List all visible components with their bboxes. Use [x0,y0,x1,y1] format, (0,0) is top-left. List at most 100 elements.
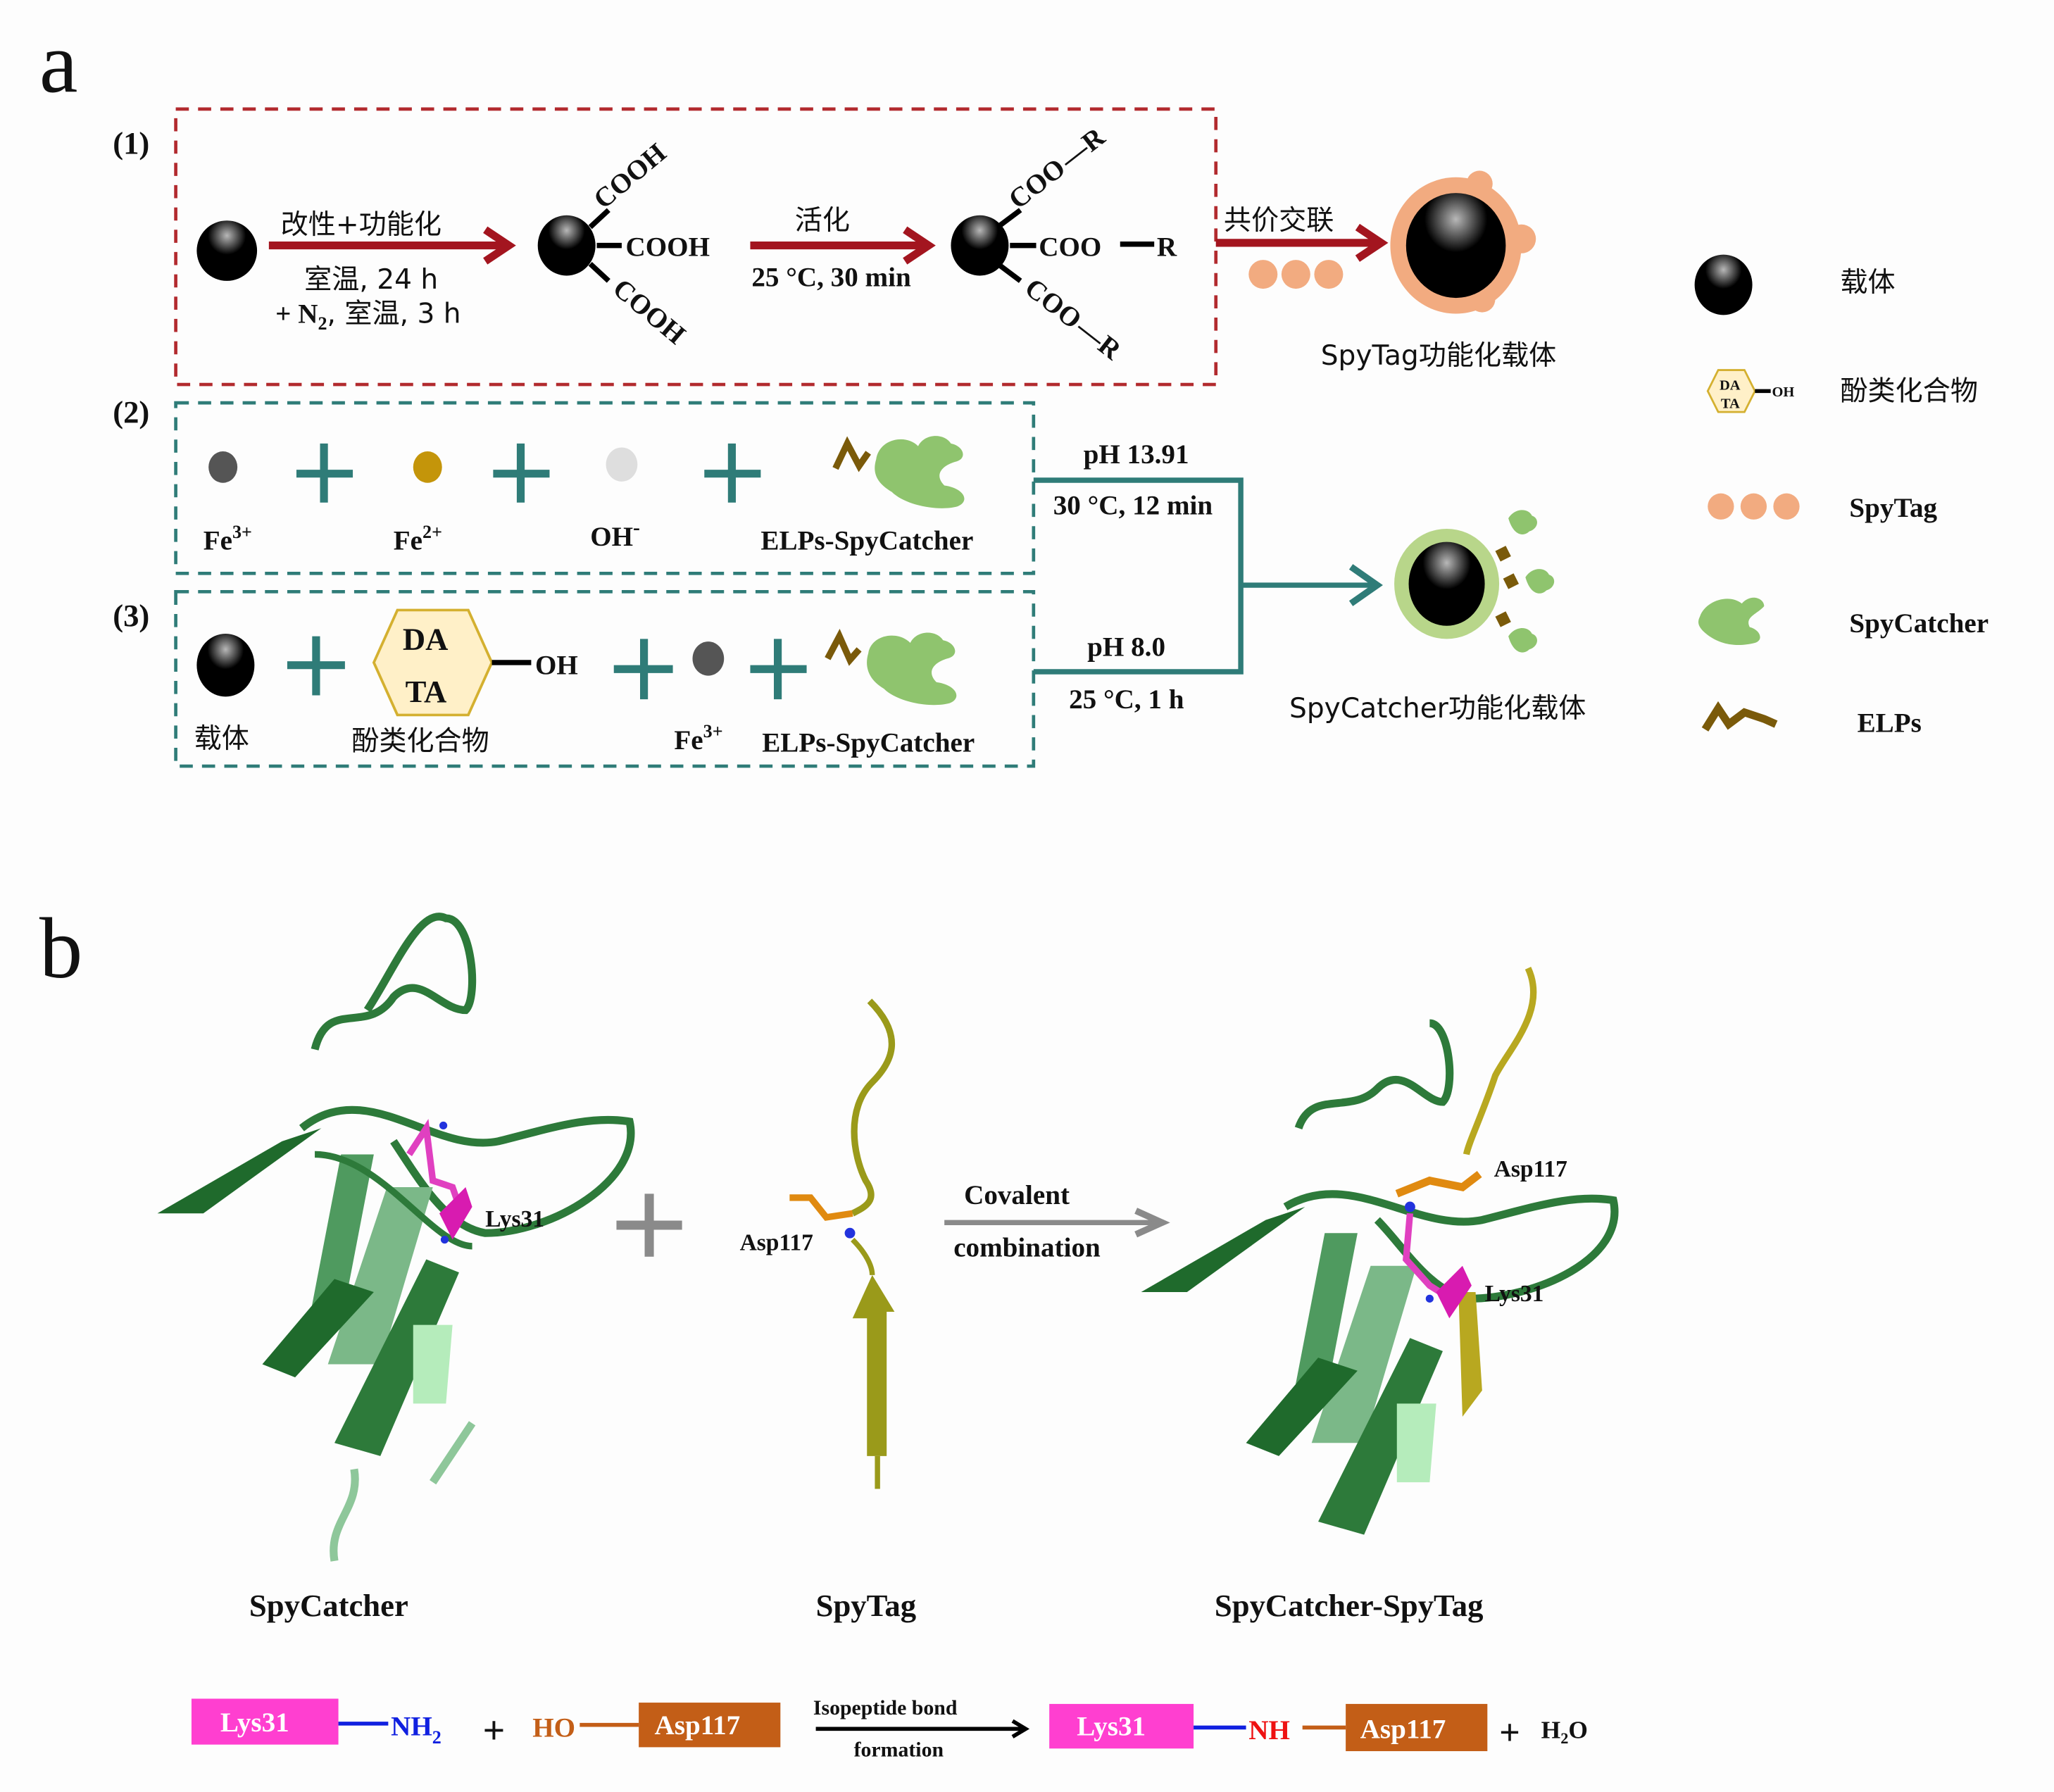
arrow-3-head-icon [1355,223,1389,262]
lys31-box-text: Lys31 [220,1708,289,1738]
step-1: (1) 改性+功能化 室温, 24 h + N2, 室温, 3 h COOH C… [113,107,1557,387]
step-3-border [174,590,1036,768]
bond-line [998,208,1022,228]
hex-text-bottom: TA [406,674,447,709]
spytag-dots-icon [1248,260,1344,289]
arrow-1-cond-1: 室温, 24 h [304,264,438,296]
asp117-box-product [1346,1703,1488,1751]
panel-b-letter: b [39,900,82,996]
asp117-box [639,1703,781,1748]
carrier-bead-icon [196,633,255,697]
complex-lys31-label: Lys31 [1485,1281,1544,1307]
combination-label: combination [953,1233,1101,1263]
lys31-label: Lys31 [485,1206,544,1232]
formation-label: formation [854,1738,944,1761]
cooh-top: COOH [588,137,672,215]
lys31-box-product [1049,1703,1194,1749]
spycatcher-carrier-icon [1394,510,1555,653]
arrow-1-cond-2: + N2, 室温, 3 h [275,298,461,333]
fe2-label: Fe2+ [394,522,442,556]
fe3-label: Fe3+ [203,522,252,556]
legend: 载体 DA TA OH 酚类化合物 SpyTag SpyCatcher ELPs [1694,254,1989,739]
asp117-label: Asp117 [740,1229,813,1255]
lys31-box [191,1698,339,1745]
bond-line [998,263,1022,283]
carboxyl-bead-icon [537,215,596,276]
arrow-2-label-top: 活化 [795,205,850,237]
arrow-2-head-icon [903,226,936,265]
legend-label: ELPs [1858,708,1922,739]
covalent-label: Covalent [964,1180,1070,1210]
fe3-label: Fe3+ [674,721,722,756]
isopeptide-label: Isopeptide bond [813,1696,958,1719]
complex-title: SpyCatcher-SpyTag [1215,1588,1484,1623]
amine-text: NH2 [391,1712,442,1748]
complex-asp117-label: Asp117 [1494,1156,1567,1182]
cooh-mid: COOH [626,232,710,262]
step-1-number: (1) [113,125,149,161]
spycatcher-carrier-label: SpyCatcher功能化载体 [1289,693,1586,725]
legend-label: 酚类化合物 [1840,375,1978,407]
carrier-bead-icon [1694,254,1753,315]
carrier-label: 载体 [194,723,249,755]
coo-top: COO—R [1003,121,1111,215]
elps-spycatcher-label: ELPs-SpyCatcher [760,526,973,556]
r-mid: R [1157,232,1177,262]
water-text: H2O [1541,1715,1588,1746]
fe3-dot-icon [692,641,725,676]
panel-a-letter: a [39,15,78,111]
lys31-box-text: Lys31 [1077,1712,1146,1742]
legend-item-phenolic: DA TA OH 酚类化合物 [1706,369,1978,413]
arrow-3-label-top: 共价交联 [1224,205,1334,237]
fe2-dot-icon [413,451,442,483]
arrow-2-cond: 25 °C, 30 min [751,262,911,292]
phenolic-label: 酚类化合物 [351,726,489,758]
plus-text: + [1499,1713,1520,1753]
hydroxyl-text: HO [532,1712,575,1743]
carrier-bead-icon [196,220,258,281]
arrow-head-icon [1134,1208,1170,1238]
elps-spycatcher-label: ELPs-SpyCatcher [762,728,975,758]
plus-icon [616,1193,682,1257]
coo-mid: COO [1039,232,1101,262]
step-2-condition-ph: pH 13.91 [1084,439,1189,470]
plus-text: + [482,1709,505,1753]
plus-icon [287,636,345,696]
spytag-carrier-label: SpyTag功能化载体 [1321,340,1557,372]
spytag-title: SpyTag [816,1588,916,1623]
plus-icon [704,443,761,503]
elps-icon [1701,701,1778,732]
step-2-number: (2) [113,394,149,430]
plus-icon [296,443,353,503]
spytag-structure [789,998,896,1489]
hydroxide-label: OH- [590,515,640,552]
step-1-border [174,107,1218,387]
arrow-head-icon [1011,1719,1030,1738]
legend-item-elps: ELPs [1701,701,1922,739]
bond-line [588,261,610,283]
legend-item-spytag: SpyTag [1708,493,1938,523]
spycatcher-structure [157,913,635,1562]
step-3-condition-temp: 25 °C, 1 h [1069,684,1184,715]
legend-label: SpyCatcher [1849,608,1989,639]
legend-label: 载体 [1840,267,1895,299]
elps-spycatcher-icon [832,436,965,508]
step-2: (2) Fe3+ Fe2+ OH- ELPs-SpyCatcher [113,394,1036,575]
step-2-condition-temp: 30 °C, 12 min [1053,490,1213,520]
legend-label: SpyTag [1849,493,1937,523]
spycatcher-title: SpyCatcher [249,1588,408,1623]
plus-icon [493,443,550,503]
step-3-condition-ph: pH 8.0 [1087,632,1165,663]
complex-structure [1141,966,1619,1535]
hydroxyl-text: OH [535,651,578,681]
plus-icon [750,639,807,700]
step-2-border [174,401,1036,575]
coo-bottom: COO—R [1019,272,1127,366]
plus-icon [613,639,673,700]
fe3-dot-icon [208,451,238,483]
hex-text-top: DA [1720,377,1741,393]
bond-line [588,208,610,230]
phenolic-hex-icon [1706,369,1756,413]
hydroxyl-text: OH [1772,384,1795,400]
